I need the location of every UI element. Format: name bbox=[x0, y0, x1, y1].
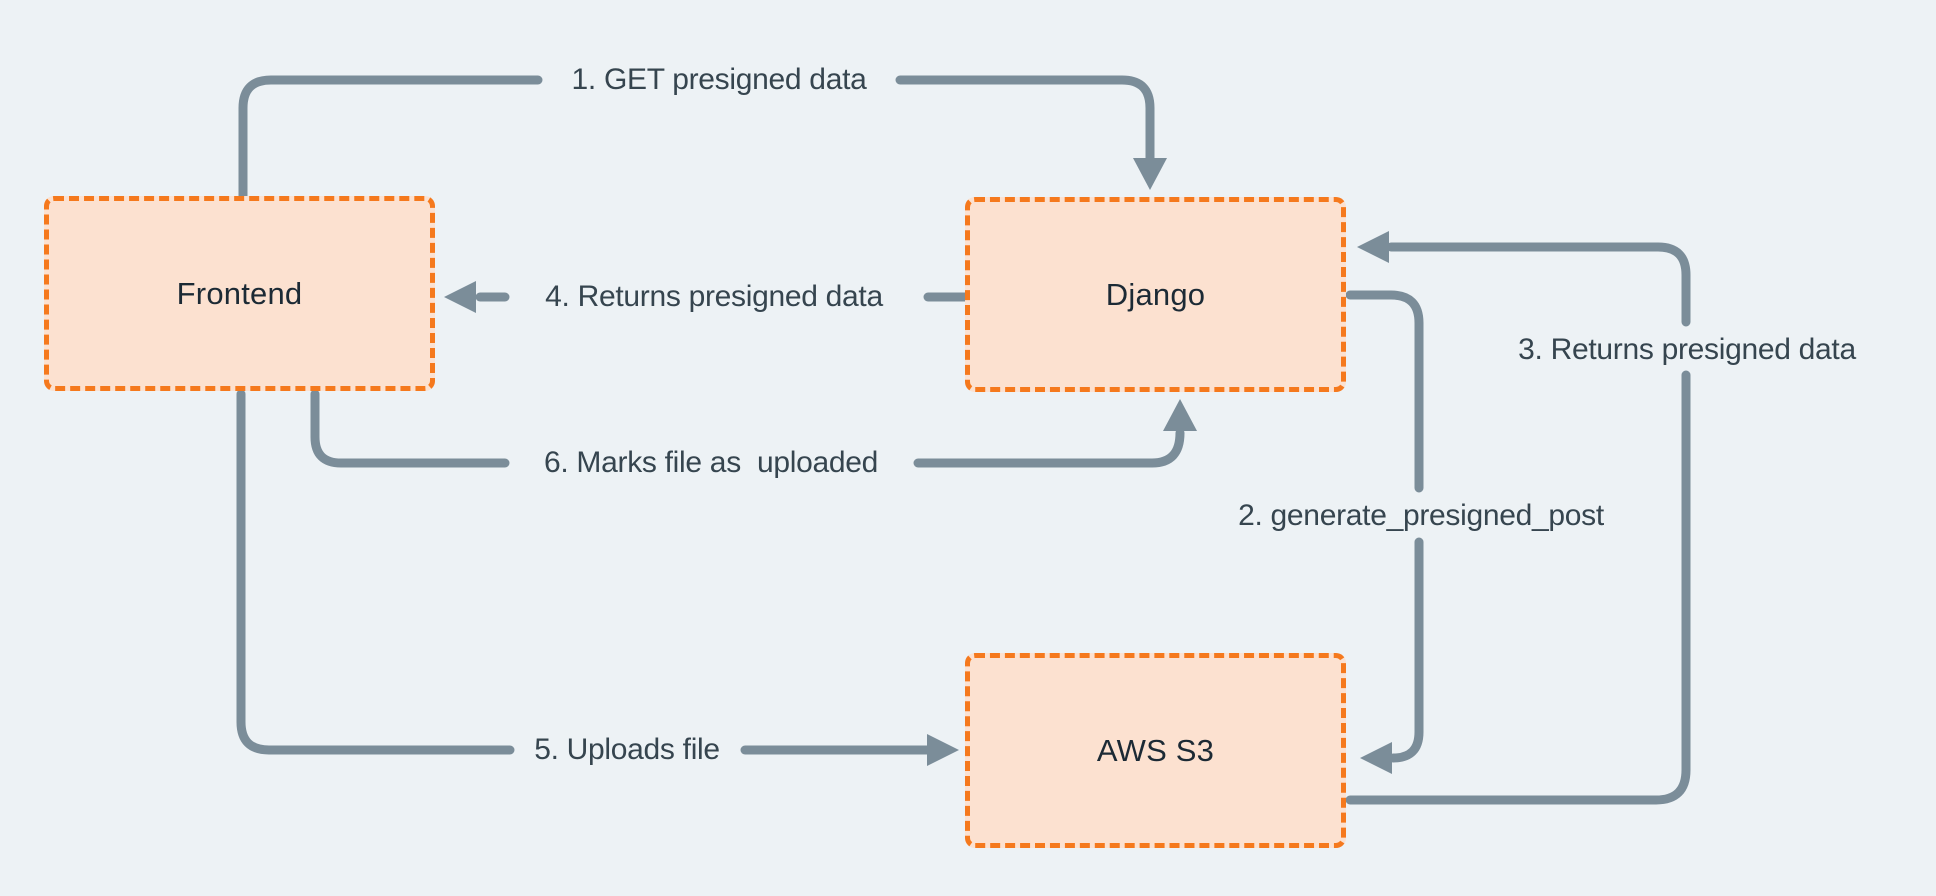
edge-3-arrowhead bbox=[1357, 231, 1389, 263]
edge-6-arrowhead bbox=[1163, 399, 1197, 431]
edge-6-line-start bbox=[310, 389, 510, 468]
edge-4-arrowhead bbox=[444, 281, 476, 313]
node-frontend-label: Frontend bbox=[176, 275, 303, 311]
edge-label-returns-presigned-data-s3: 3. Returns presigned data bbox=[1518, 333, 1856, 366]
edge-1-line-start bbox=[238, 75, 543, 202]
edge-2-line-start bbox=[1345, 290, 1424, 493]
edge-2-line-end bbox=[1388, 537, 1424, 763]
edge-label-get-presigned-data: 1. GET presigned data bbox=[571, 63, 867, 96]
edge-label-generate-presigned-post: 2. generate_presigned_post bbox=[1238, 499, 1604, 532]
edge-label-uploads-file: 5. Uploads file bbox=[534, 733, 720, 766]
node-django-label: Django bbox=[1105, 276, 1206, 312]
node-aws-s3-label: AWS S3 bbox=[1096, 732, 1215, 768]
edge-1-line-end bbox=[895, 75, 1155, 163]
node-django: Django bbox=[965, 197, 1346, 392]
edge-6-line-end bbox=[913, 428, 1185, 468]
edge-5-line-start bbox=[236, 389, 515, 755]
node-frontend: Frontend bbox=[44, 196, 435, 391]
edge-2-arrowhead bbox=[1360, 742, 1392, 774]
edge-label-returns-presigned-data-frontend: 4. Returns presigned data bbox=[545, 280, 883, 313]
edge-5-arrowhead bbox=[927, 734, 959, 766]
edge-3-line-end bbox=[1386, 242, 1691, 327]
node-aws-s3: AWS S3 bbox=[965, 653, 1346, 848]
edge-label-marks-file-uploaded: 6. Marks file as uploaded bbox=[543, 446, 879, 479]
edge-1-arrowhead bbox=[1133, 158, 1167, 190]
edge-3-line-start bbox=[1345, 370, 1691, 805]
